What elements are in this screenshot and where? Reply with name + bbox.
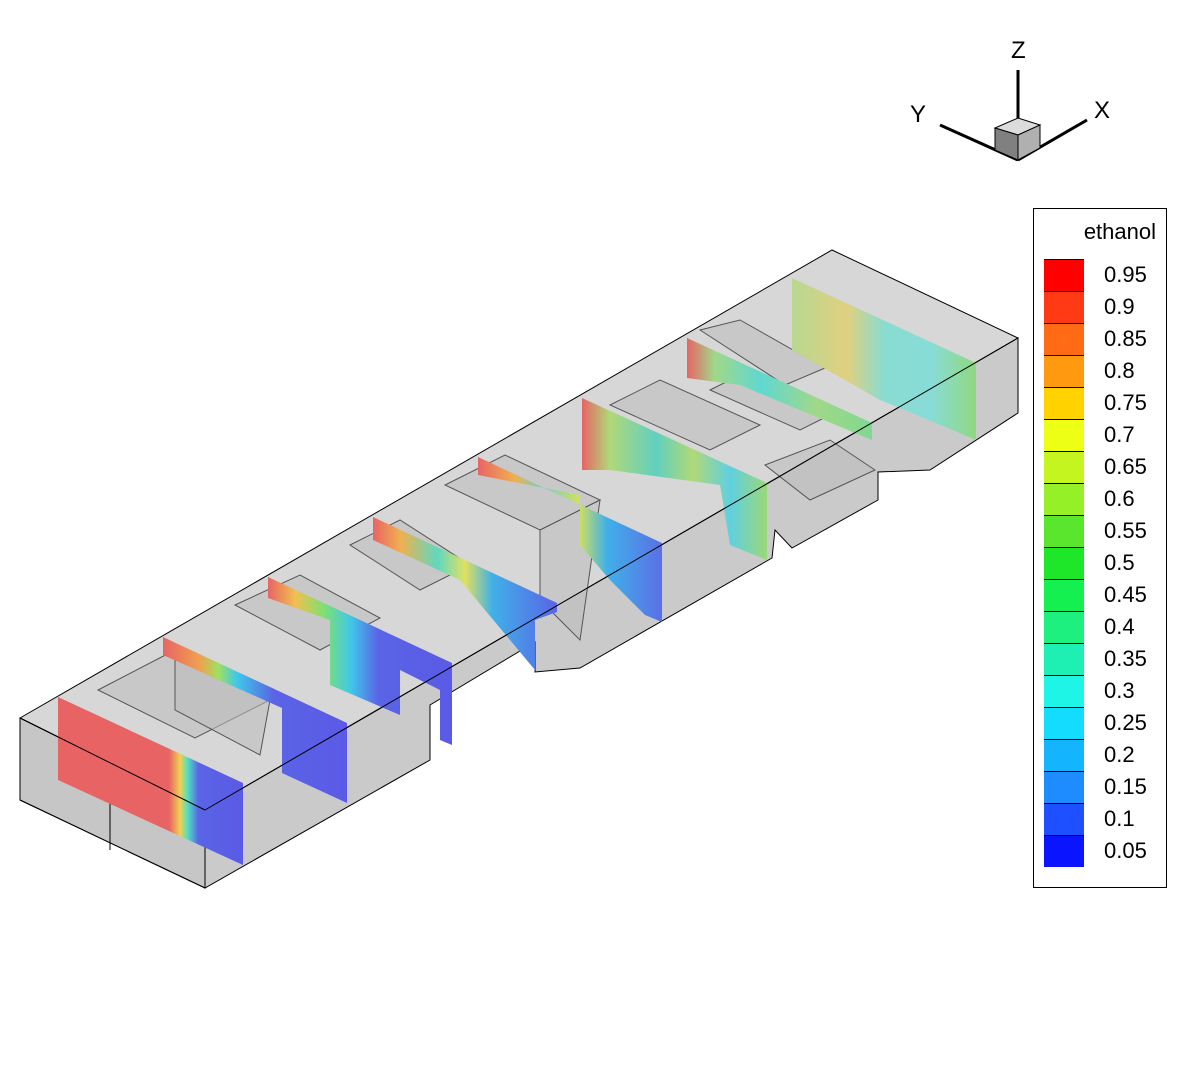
legend-level: 0.6: [1044, 483, 1164, 515]
legend-level-label: 0.6: [1104, 486, 1135, 511]
color-legend: ethanol 0.95 0.9 0.85 0.8 0.75 0.7 0.65 0.6 0.55…: [1033, 208, 1167, 888]
legend-level: 0.4: [1044, 611, 1164, 643]
legend-title: ethanol: [1083, 219, 1156, 244]
legend-swatch: [1044, 739, 1084, 771]
contour-slice-2: [163, 637, 347, 803]
legend-level: 0.85: [1044, 323, 1164, 355]
legend-swatch: [1044, 803, 1084, 835]
legend-level-label: 0.55: [1104, 518, 1147, 543]
y-axis-label: Y: [910, 101, 926, 128]
legend-level-label: 0.45: [1104, 582, 1147, 607]
legend-level: 0.75: [1044, 387, 1164, 419]
legend-swatch: [1044, 835, 1084, 867]
legend-swatch: [1044, 643, 1084, 675]
legend-swatch: [1044, 771, 1084, 803]
edge-lines: [19, 337, 1019, 811]
axes-triad: Z Y X: [910, 37, 1110, 162]
legend-swatch: [1044, 387, 1084, 419]
legend-level-label: 0.25: [1104, 710, 1147, 735]
legend-level: 0.65: [1044, 451, 1164, 483]
legend-swatch: [1044, 323, 1084, 355]
legend-level-label: 0.85: [1104, 326, 1147, 351]
contour-slice-5: [478, 457, 662, 622]
legend-swatch: [1044, 291, 1084, 323]
legend-swatch: [1044, 675, 1084, 707]
z-axis-label: Z: [1011, 37, 1026, 64]
legend-level: 0.25: [1044, 707, 1164, 739]
legend-swatch: [1044, 355, 1084, 387]
legend-level-label: 0.2: [1104, 742, 1135, 767]
legend-level: 0.5: [1044, 547, 1164, 579]
legend-level-label: 0.65: [1104, 454, 1147, 479]
legend-level-label: 0.5: [1104, 550, 1135, 575]
contour-slice-4: [373, 517, 557, 670]
contour-slice-6: [582, 398, 767, 560]
legend-level: 0.2: [1044, 739, 1164, 771]
legend-level-label: 0.95: [1104, 262, 1147, 287]
legend-level-label: 0.3: [1104, 678, 1135, 703]
contour-slice-3: [268, 577, 452, 745]
legend-level-label: 0.7: [1104, 422, 1135, 447]
legend-swatch: [1044, 259, 1084, 291]
legend-swatch: [1044, 419, 1084, 451]
legend-swatch: [1044, 483, 1084, 515]
x-axis-label: X: [1094, 97, 1110, 124]
legend-level: 0.9: [1044, 291, 1164, 323]
contour-slice-7: [687, 338, 872, 440]
legend-level-label: 0.15: [1104, 774, 1147, 799]
legend-level: 0.15: [1044, 771, 1164, 803]
legend-level-label: 0.75: [1104, 390, 1147, 415]
legend-swatch: [1044, 451, 1084, 483]
legend-level: 0.3: [1044, 675, 1164, 707]
contour-slices: [58, 278, 976, 865]
legend-level: 0.35: [1044, 643, 1164, 675]
legend-level: 0.7: [1044, 419, 1164, 451]
legend-level-label: 0.8: [1104, 358, 1135, 383]
legend-level: 0.8: [1044, 355, 1164, 387]
legend-level-label: 0.35: [1104, 646, 1147, 671]
legend-swatch: [1044, 579, 1084, 611]
legend-swatch: [1044, 707, 1084, 739]
legend-level: 0.55: [1044, 515, 1164, 547]
legend-level-label: 0.1: [1104, 806, 1135, 831]
legend-swatch: [1044, 547, 1084, 579]
legend-level-label: 0.9: [1104, 294, 1135, 319]
legend-swatch: [1044, 611, 1084, 643]
legend-level-label: 0.05: [1104, 838, 1147, 863]
legend-level: 0.95: [1044, 259, 1164, 291]
legend-level: 0.1: [1044, 803, 1164, 835]
contour-slice-1: [58, 697, 243, 865]
legend-level-label: 0.4: [1104, 614, 1135, 639]
legend-level: 0.05: [1044, 835, 1164, 867]
contour-slice-8: [792, 278, 976, 440]
legend-swatch: [1044, 515, 1084, 547]
legend-level: 0.45: [1044, 579, 1164, 611]
